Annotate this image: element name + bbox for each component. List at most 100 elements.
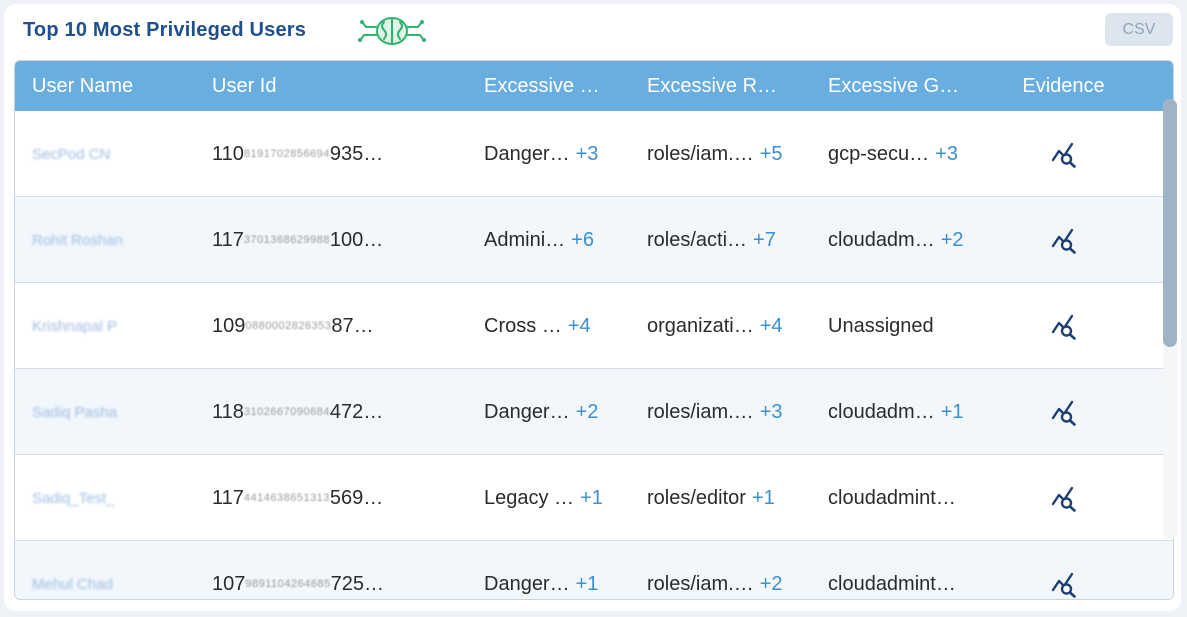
user-id-prefix: 110 — [212, 142, 244, 165]
chart-search-icon[interactable] — [1050, 484, 1078, 512]
role-name: roles/iam.… — [647, 572, 754, 595]
chart-search-icon[interactable] — [1050, 140, 1078, 168]
excessive-roles-cell: roles/iam.… +2 — [630, 541, 811, 599]
user-name-cell: Sadiq_Test_ — [15, 455, 196, 541]
column-header-excessive-policies[interactable]: Excessive … — [484, 75, 600, 97]
user-id-suffix: 87… — [331, 314, 374, 337]
user-id-prefix: 117 — [212, 228, 244, 251]
excessive-policies-cell: Danger… +2 — [467, 369, 630, 455]
user-id-masked: 8191702856694 — [243, 148, 330, 160]
group-name: Unassigned — [828, 314, 934, 337]
privileged-users-widget: Top 10 Most Privileged Users CSV User Na… — [4, 4, 1181, 611]
evidence-cell — [992, 111, 1155, 197]
chart-search-icon[interactable] — [1050, 570, 1078, 598]
policy-more-count[interactable]: +3 — [575, 142, 599, 165]
policy-name: Danger… — [484, 572, 570, 595]
column-header-excessive-groups[interactable]: Excessive G… — [828, 75, 960, 97]
group-name: gcp-secu… — [828, 142, 930, 165]
excessive-roles-cell: roles/editor +1 — [630, 455, 811, 541]
policy-name: Danger… — [484, 142, 570, 165]
chart-search-icon[interactable] — [1050, 226, 1078, 254]
role-more-count[interactable]: +2 — [759, 572, 783, 595]
column-header-user-name[interactable]: User Name — [32, 75, 134, 97]
role-name: roles/acti… — [647, 228, 748, 251]
group-more-count[interactable]: +3 — [935, 142, 958, 165]
user-name[interactable]: SecPod CN — [32, 145, 111, 163]
user-name[interactable]: Sadiq_Test_ — [32, 489, 115, 507]
user-name-cell: Rohit Roshan — [15, 197, 196, 283]
user-id-suffix: 725… — [330, 572, 384, 595]
user-id-suffix: 935… — [329, 142, 384, 165]
role-name: roles/iam.… — [647, 142, 754, 165]
policy-more-count[interactable]: +2 — [575, 400, 599, 423]
evidence-cell — [992, 455, 1155, 541]
excessive-groups-cell: cloudadmint… — [811, 455, 992, 541]
user-name[interactable]: Mehul Chad — [32, 575, 113, 593]
user-id-suffix: 569… — [329, 486, 384, 509]
group-name: cloudadmint… — [828, 572, 956, 595]
role-name: organizati… — [647, 314, 754, 337]
policy-more-count[interactable]: +1 — [580, 486, 603, 509]
user-name-cell: Mehul Chad — [15, 541, 196, 599]
role-name: roles/iam.… — [647, 400, 754, 423]
user-id-suffix: 100… — [329, 228, 384, 251]
evidence-cell — [992, 197, 1155, 283]
table-header-row: User Name User Id Excessive … Excessive … — [15, 61, 1173, 111]
brain-circuit-icon — [358, 17, 426, 45]
user-id-prefix: 117 — [212, 486, 244, 509]
scrollbar-thumb[interactable] — [1163, 99, 1177, 347]
user-id-prefix: 109 — [212, 314, 246, 337]
user-id-suffix: 472… — [329, 400, 384, 423]
table-scrollbar[interactable] — [1163, 99, 1177, 539]
group-more-count[interactable]: +1 — [940, 400, 964, 423]
excessive-groups-cell: cloudadmint… — [811, 541, 992, 599]
user-id-prefix: 107 — [212, 572, 246, 595]
user-name[interactable]: Sadiq Pasha — [32, 403, 118, 421]
column-header-excessive-roles[interactable]: Excessive R… — [647, 75, 778, 97]
role-more-count[interactable]: +1 — [751, 486, 775, 509]
evidence-cell — [992, 283, 1155, 369]
excessive-roles-cell: roles/iam.… +5 — [630, 111, 811, 197]
group-name: cloudadm… — [828, 400, 935, 423]
user-id-masked: 0880002826353 — [245, 320, 332, 332]
csv-export-button[interactable]: CSV — [1105, 13, 1173, 46]
user-name[interactable]: Krishnapal P — [32, 317, 118, 335]
excessive-policies-cell: Danger… +3 — [467, 111, 630, 197]
role-more-count[interactable]: +5 — [759, 142, 783, 165]
column-header-user-id[interactable]: User Id — [212, 75, 277, 97]
role-more-count[interactable]: +3 — [759, 400, 783, 423]
policy-name: Danger… — [484, 400, 570, 423]
widget-header: Top 10 Most Privileged Users CSV — [4, 4, 1181, 56]
policy-name: Admini… — [484, 228, 566, 251]
user-name-cell: SecPod CN — [15, 111, 196, 197]
excessive-groups-cell: cloudadm… +1 — [811, 369, 992, 455]
group-more-count[interactable]: +2 — [940, 228, 964, 251]
chart-search-icon[interactable] — [1050, 398, 1078, 426]
excessive-roles-cell: organizati… +4 — [630, 283, 811, 369]
excessive-groups-cell: cloudadm… +2 — [811, 197, 992, 283]
role-more-count[interactable]: +7 — [753, 228, 776, 251]
excessive-policies-cell: Danger… +1 — [467, 541, 630, 599]
user-name[interactable]: Rohit Roshan — [32, 231, 123, 249]
chart-search-icon[interactable] — [1050, 312, 1078, 340]
role-more-count[interactable]: +4 — [759, 314, 783, 337]
group-name: cloudadm… — [828, 228, 935, 251]
policy-more-count[interactable]: +4 — [567, 314, 591, 337]
excessive-roles-cell: roles/acti… +7 — [630, 197, 811, 283]
policy-more-count[interactable]: +1 — [575, 572, 599, 595]
column-header-evidence: Evidence — [1022, 75, 1105, 97]
user-id-masked: 9891104264685 — [245, 578, 331, 590]
policy-more-count[interactable]: +6 — [571, 228, 594, 251]
policy-name: Cross … — [484, 314, 562, 337]
